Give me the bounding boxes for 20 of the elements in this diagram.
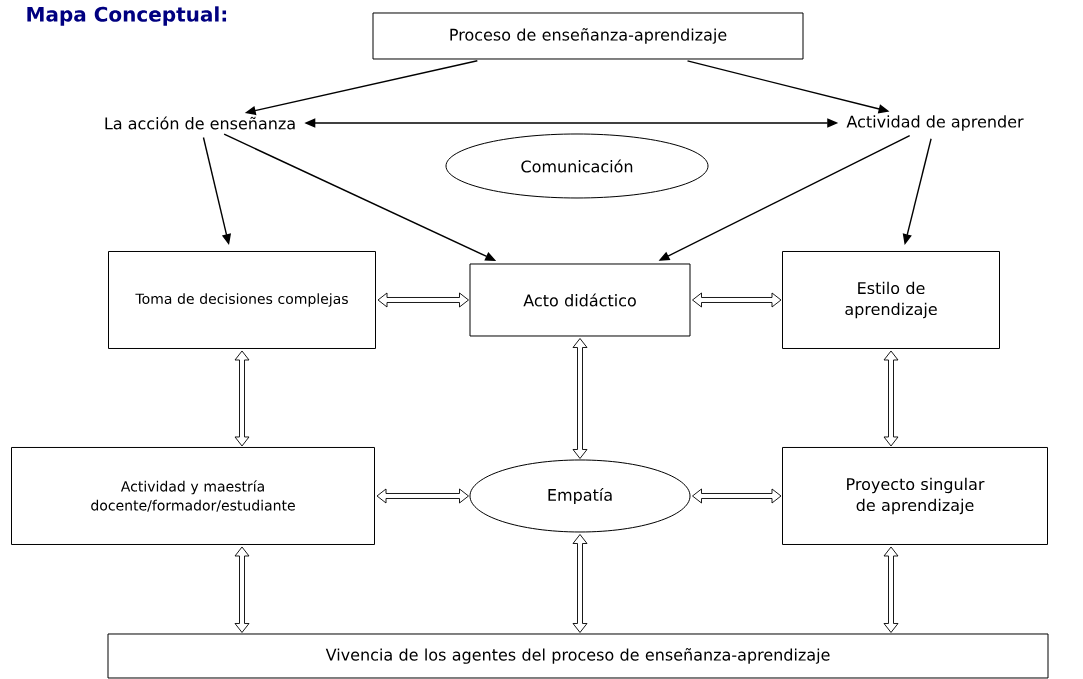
arrow — [883, 350, 899, 447]
arrow — [572, 534, 588, 633]
concept-box: Actividad y maestría docente/formador/estudiante — [11, 447, 375, 545]
concept-text: Actividad de aprender — [846, 115, 1024, 131]
arrow — [883, 546, 899, 633]
arrow — [377, 292, 469, 308]
arrow — [376, 488, 469, 504]
arrow — [234, 350, 250, 447]
arrow — [692, 292, 782, 308]
concept-text: La acción de enseñanza — [105, 116, 295, 130]
arrow — [234, 546, 250, 633]
arrow — [692, 488, 782, 504]
concept-box: Acto didáctico — [469, 263, 691, 337]
process-box: Proceso de enseñanza-aprendizaje — [372, 12, 804, 60]
concept-box: Proyecto singular de aprendizaje — [782, 447, 1048, 545]
process-box: Vivencia de los agentes del proceso de enseñanza-aprendizaje — [107, 633, 1049, 679]
title: Mapa Conceptual: — [27, 6, 227, 26]
arrow — [572, 338, 588, 459]
concept-box: Estilo de aprendizaje — [782, 251, 1000, 349]
concept-box: Toma de decisiones complejas — [108, 251, 376, 349]
